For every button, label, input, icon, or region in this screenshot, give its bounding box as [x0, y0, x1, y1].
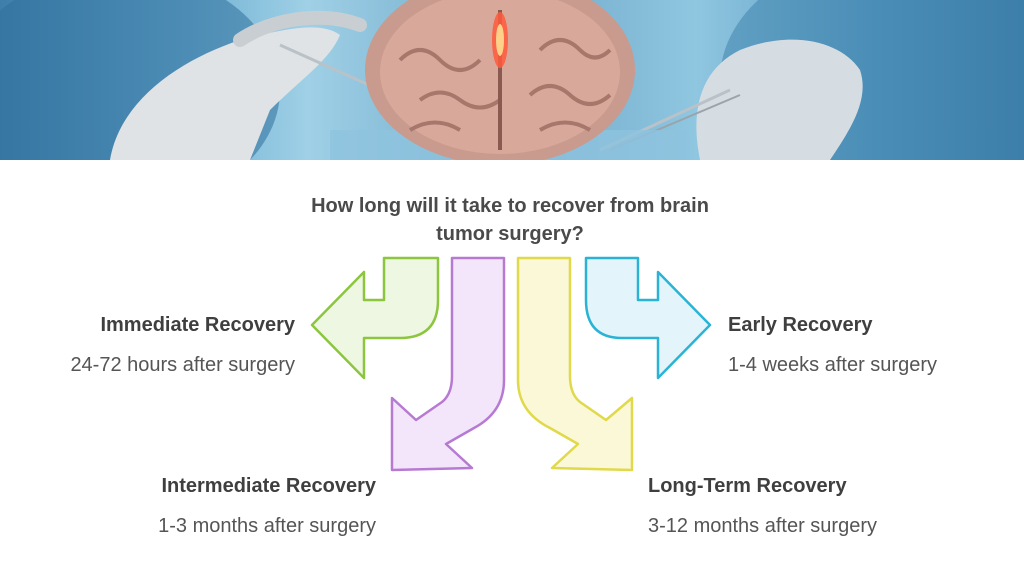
immediate-recovery-arrow [310, 256, 440, 380]
intermediate-recovery-arrow [390, 256, 506, 472]
immediate-recovery-title: Immediate Recovery [100, 314, 295, 336]
early-recovery-description: 1-4 weeks after surgery [728, 354, 937, 376]
early-recovery-title: Early Recovery [728, 314, 873, 336]
early-recovery-arrow [584, 256, 712, 380]
long-term-recovery-description: 3-12 months after surgery [648, 515, 877, 537]
intermediate-recovery-description: 1-3 months after surgery [158, 515, 376, 537]
intermediate-recovery-title: Intermediate Recovery [161, 475, 376, 497]
recovery-question: How long will it take to recover from br… [311, 195, 709, 245]
immediate-recovery-description: 24-72 hours after surgery [70, 354, 295, 376]
brain-surgery-banner [0, 0, 1024, 160]
long-term-recovery-title: Long-Term Recovery [648, 475, 847, 497]
long-term-recovery-arrow [516, 256, 634, 472]
